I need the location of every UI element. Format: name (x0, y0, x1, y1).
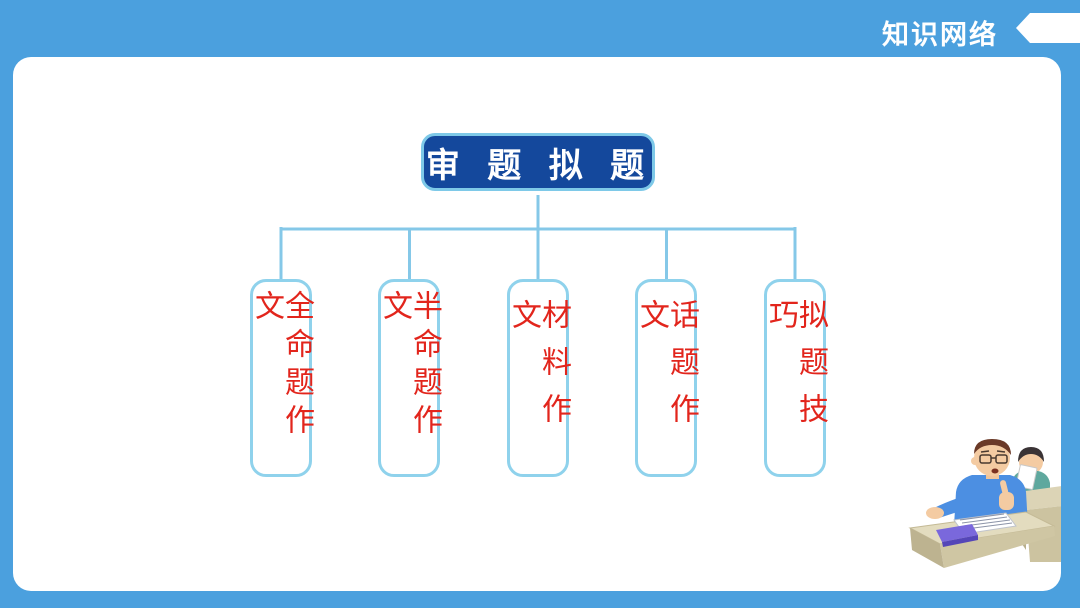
node-label: 材料作文 (506, 299, 571, 440)
node-titling-skills: 拟题技巧 (763, 279, 828, 477)
students-illustration (908, 439, 1061, 568)
node-full-proposition-essay: 全命题作文 (249, 279, 314, 477)
student-front (926, 439, 1028, 526)
page-title: 知识网络 (882, 20, 998, 50)
root-node: 审 题 拟 题 (421, 133, 655, 191)
node-topic-essay: 话题作文 (634, 279, 699, 477)
content-area: 审 题 拟 题 全命题作文 半命题作文 材料作文 话题作文 拟题技巧 (13, 57, 1061, 591)
node-half-proposition-essay: 半命题作文 (377, 279, 442, 477)
node-label: 半命题作文 (377, 290, 442, 442)
tree-connectors (279, 195, 797, 281)
node-label: 拟题技巧 (763, 299, 828, 440)
arrow-left-tag-icon (1016, 13, 1080, 43)
root-node-label: 审 题 拟 题 (425, 146, 651, 185)
pencil-case (936, 524, 978, 547)
node-label: 全命题作文 (249, 290, 314, 442)
node-label: 话题作文 (634, 299, 699, 440)
node-material-essay: 材料作文 (506, 279, 571, 477)
